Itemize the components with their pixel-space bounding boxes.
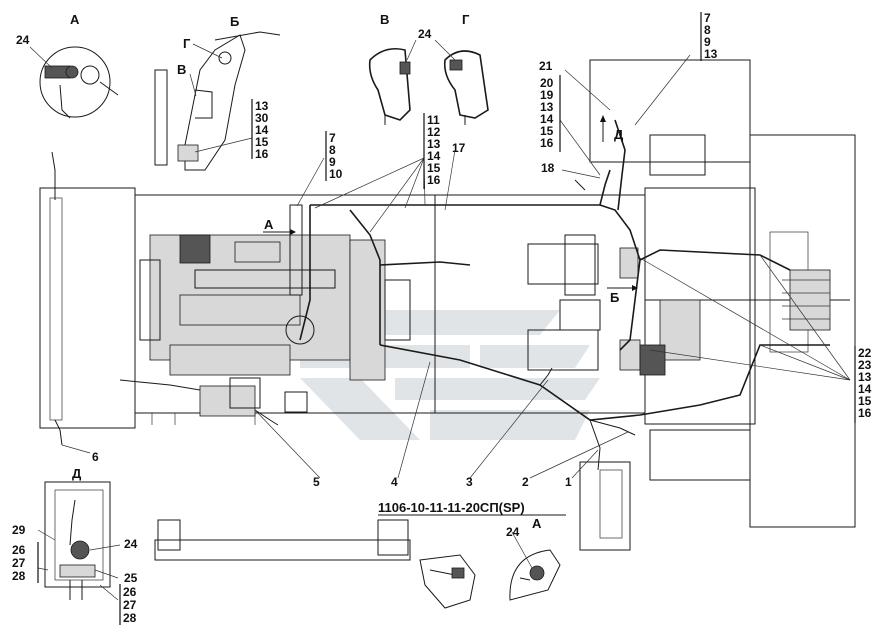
svg-text:15: 15 bbox=[540, 124, 554, 138]
view-a-detail bbox=[39, 46, 119, 119]
callout-4: 4 bbox=[391, 475, 398, 489]
view-title-g: Г bbox=[462, 12, 470, 27]
svg-text:15: 15 bbox=[427, 161, 441, 175]
svg-text:23: 23 bbox=[858, 358, 872, 372]
svg-text:16: 16 bbox=[540, 136, 554, 150]
callout-6: 6 bbox=[92, 450, 99, 464]
svg-text:28: 28 bbox=[123, 611, 137, 625]
stack-far-right-group: 22 23 13 14 15 16 bbox=[858, 346, 872, 420]
view-a2-detail bbox=[509, 549, 561, 601]
view-title-a: А bbox=[70, 12, 80, 27]
callout-24-view-a2: 24 bbox=[506, 525, 520, 539]
svg-text:9: 9 bbox=[704, 35, 711, 49]
drawing-code: 1106-10-11-11-20СП(SP) bbox=[378, 500, 525, 515]
view-title-d: Д bbox=[72, 466, 82, 481]
callout-24-view-vg: 24 bbox=[418, 27, 432, 41]
view-b-detail bbox=[154, 31, 281, 171]
cab-equipment bbox=[527, 234, 831, 376]
callout-25: 25 bbox=[124, 571, 138, 585]
arrow-label-b: Б bbox=[610, 290, 619, 305]
view-v-detail bbox=[368, 47, 411, 125]
svg-text:11: 11 bbox=[427, 113, 440, 127]
stack-top-right-group: 7 8 9 13 bbox=[704, 11, 718, 61]
svg-text:27: 27 bbox=[12, 556, 26, 570]
stack-center-group: 7 8 9 10 bbox=[329, 131, 343, 181]
stack-b-group: 13 30 14 15 16 bbox=[255, 99, 269, 161]
stack-right-group: 20 19 13 14 15 16 bbox=[540, 76, 554, 150]
stack-bars bbox=[37, 12, 856, 625]
svg-text:26: 26 bbox=[123, 585, 137, 599]
battery-box bbox=[199, 377, 308, 417]
svg-text:12: 12 bbox=[427, 125, 441, 139]
harness-wires bbox=[51, 119, 830, 471]
svg-text:14: 14 bbox=[540, 112, 554, 126]
view-title-a2: А bbox=[532, 516, 542, 531]
svg-text:14: 14 bbox=[255, 123, 269, 137]
svg-text:15: 15 bbox=[255, 135, 269, 149]
section-arrows bbox=[263, 115, 638, 291]
view-label-g-in-b: Г bbox=[183, 36, 191, 51]
svg-text:14: 14 bbox=[858, 382, 872, 396]
callout-1: 1 bbox=[565, 475, 572, 489]
svg-text:13: 13 bbox=[427, 137, 441, 151]
svg-text:9: 9 bbox=[329, 155, 336, 169]
stack-d-left-group: 26 27 28 bbox=[12, 543, 26, 583]
engine-block bbox=[139, 204, 411, 381]
callout-24-view-a: 24 bbox=[16, 33, 30, 47]
view-label-v-in-b: В bbox=[177, 62, 186, 77]
svg-text:7: 7 bbox=[704, 11, 711, 25]
bottom-section-view bbox=[154, 519, 476, 609]
svg-text:16: 16 bbox=[858, 406, 872, 420]
svg-text:8: 8 bbox=[329, 143, 336, 157]
svg-text:26: 26 bbox=[12, 543, 26, 557]
svg-text:13: 13 bbox=[704, 47, 718, 61]
view-d-detail bbox=[44, 481, 111, 600]
svg-text:15: 15 bbox=[858, 394, 872, 408]
stack-d-bottom-group: 26 27 28 bbox=[123, 585, 137, 625]
callout-29: 29 bbox=[12, 523, 26, 537]
svg-text:13: 13 bbox=[858, 370, 872, 384]
callout-24-view-d: 24 bbox=[124, 537, 138, 551]
svg-text:16: 16 bbox=[255, 147, 269, 161]
view-title-b: Б bbox=[230, 14, 239, 29]
callout-17: 17 bbox=[452, 141, 466, 155]
callout-2: 2 bbox=[522, 475, 529, 489]
svg-text:8: 8 bbox=[704, 23, 711, 37]
leader-lines bbox=[29, 39, 851, 601]
svg-text:22: 22 bbox=[858, 346, 872, 360]
svg-text:16: 16 bbox=[427, 173, 441, 187]
svg-text:13: 13 bbox=[255, 99, 269, 113]
callout-5: 5 bbox=[313, 475, 320, 489]
callout-18: 18 bbox=[541, 161, 555, 175]
arrow-label-d: Д bbox=[614, 127, 624, 142]
svg-text:28: 28 bbox=[12, 569, 26, 583]
svg-text:13: 13 bbox=[540, 100, 554, 114]
svg-text:14: 14 bbox=[427, 149, 441, 163]
svg-text:7: 7 bbox=[329, 131, 336, 145]
stack-mid-group: 11 12 13 14 15 16 bbox=[427, 113, 441, 187]
arrow-label-a: А bbox=[264, 217, 274, 232]
svg-text:10: 10 bbox=[329, 167, 343, 181]
callout-21: 21 bbox=[539, 59, 553, 73]
callout-3: 3 bbox=[466, 475, 473, 489]
svg-text:30: 30 bbox=[255, 111, 269, 125]
svg-text:20: 20 bbox=[540, 76, 554, 90]
view-g-detail bbox=[443, 50, 489, 125]
svg-text:27: 27 bbox=[123, 598, 137, 612]
view-title-v: В bbox=[380, 12, 389, 27]
svg-text:19: 19 bbox=[540, 88, 554, 102]
